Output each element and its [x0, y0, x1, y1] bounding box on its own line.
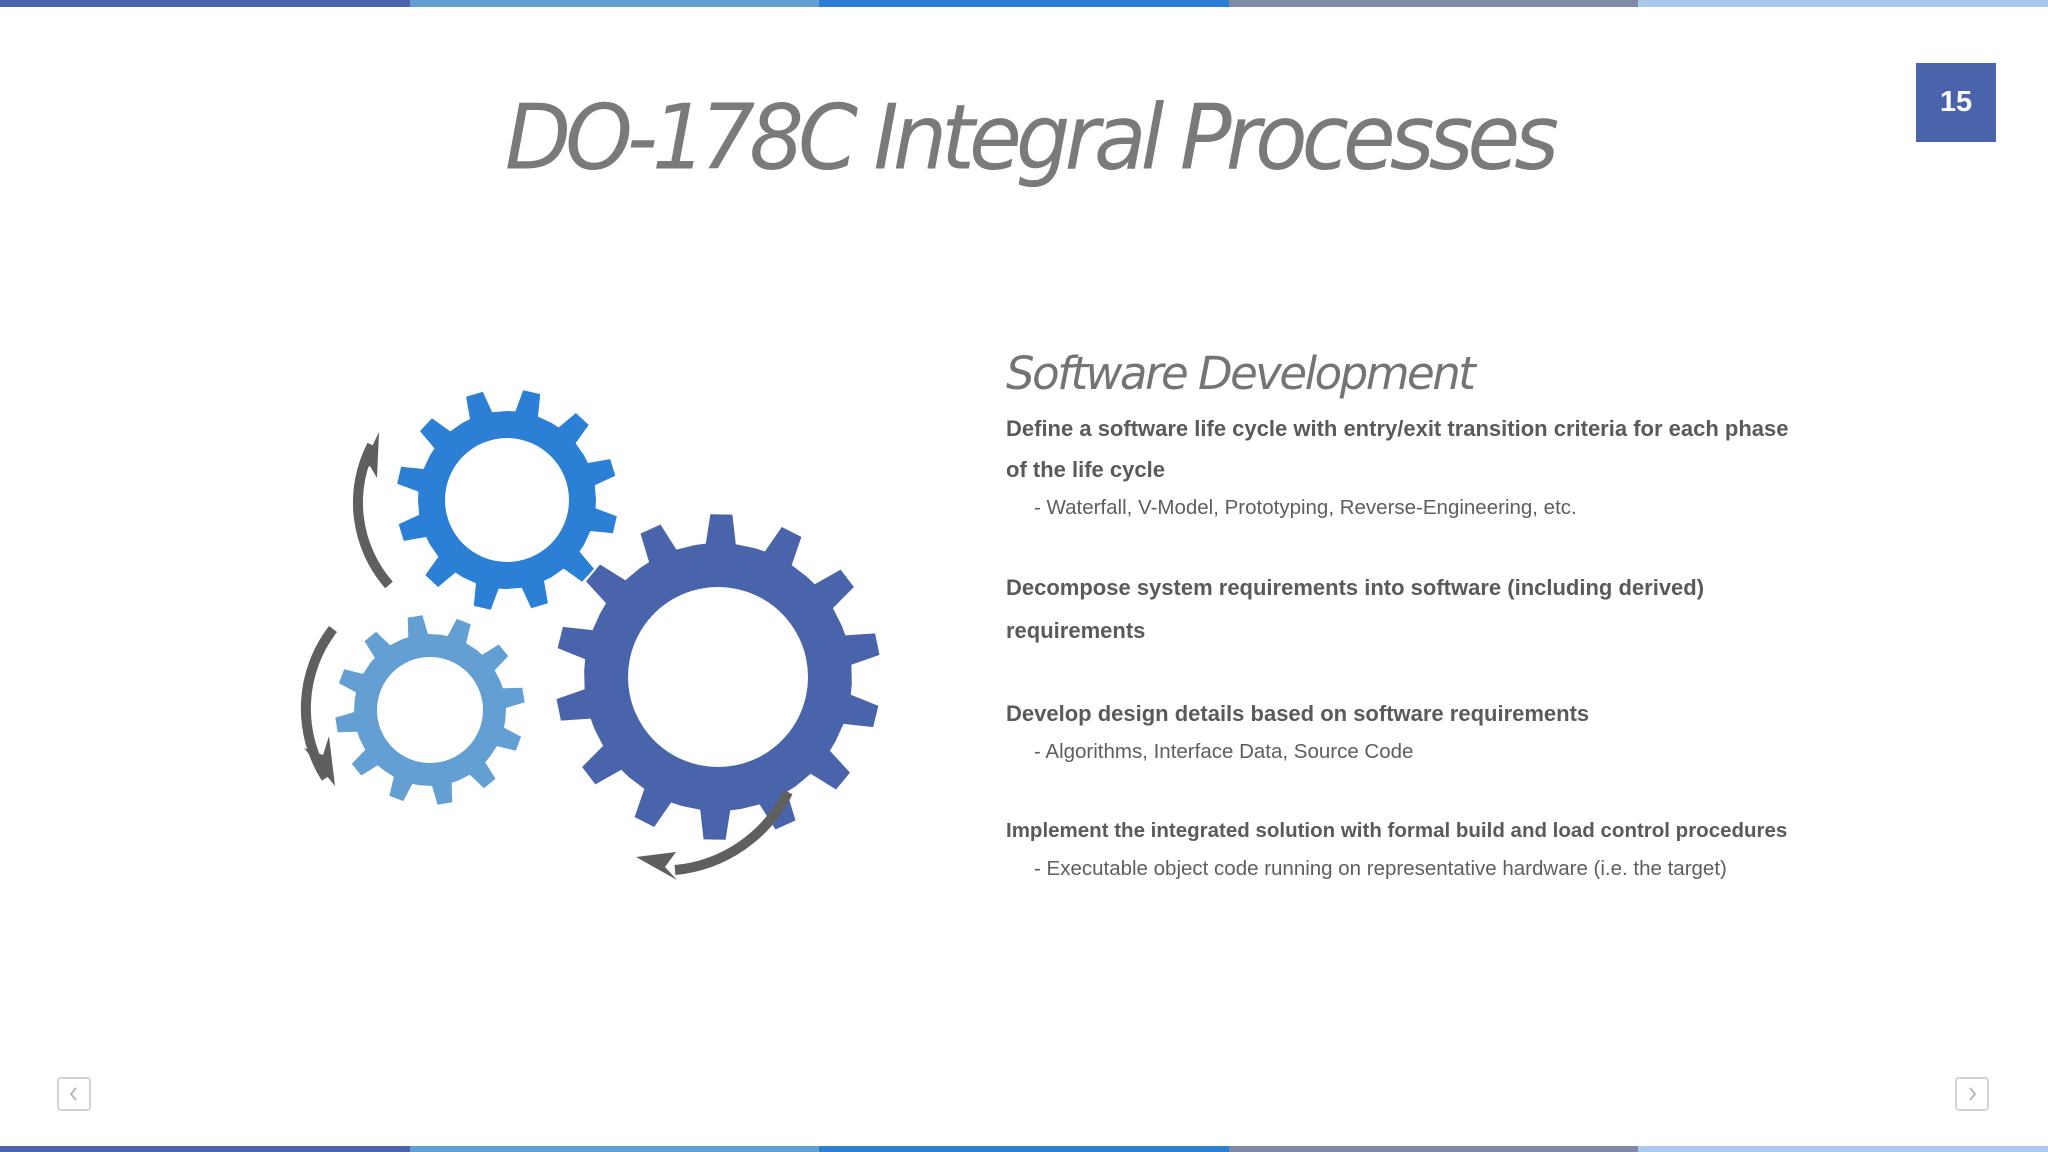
content-panel: Software Development Define a software l… [1006, 340, 1886, 880]
accent-segment [819, 0, 1229, 7]
point-subtext: - Algorithms, Interface Data, Source Cod… [1034, 740, 1414, 763]
next-slide-button[interactable] [1955, 1077, 1989, 1111]
arrowhead-icon [636, 852, 677, 880]
slide-number-badge: 15 [1916, 63, 1996, 142]
arrowhead-icon [360, 432, 379, 478]
large-gear-icon [556, 514, 880, 840]
point-subtext: - Waterfall, V-Model, Prototyping, Rever… [1034, 496, 1577, 519]
accent-segment [0, 0, 410, 7]
accent-segment [819, 1146, 1229, 1152]
bullet-point: Implement the integrated solution with f… [1006, 811, 1787, 887]
point-text: Implement the integrated solution with f… [1006, 819, 1788, 842]
accent-segment [409, 1146, 820, 1152]
chevron-right-icon [1969, 1087, 1977, 1101]
bottom-accent-bar [0, 1146, 2048, 1152]
slide-title: DO-178C Integral Processes [504, 85, 1559, 191]
small-gear-icon [335, 615, 525, 805]
top-accent-bar [0, 0, 2048, 7]
point-text: Define a software life cycle with entry/… [1006, 416, 1789, 441]
arrowhead-icon [304, 736, 335, 786]
accent-segment [1228, 1146, 1639, 1152]
bullet-point: Decompose system requirements into softw… [1006, 566, 1704, 652]
section-heading: Software Development [1006, 347, 1476, 400]
accent-segment [0, 1146, 410, 1152]
accent-segment [1228, 0, 1639, 7]
bullet-point: Define a software life cycle with entry/… [1006, 408, 1788, 526]
point-text: requirements [1006, 618, 1146, 643]
accent-segment [409, 0, 820, 7]
accent-segment [1638, 0, 2048, 7]
slide-number: 15 [1939, 86, 1973, 118]
previous-slide-button[interactable] [57, 1077, 91, 1111]
point-text: Decompose system requirements into softw… [1006, 575, 1705, 600]
gears-icon [290, 370, 910, 890]
chevron-left-icon [69, 1087, 77, 1101]
point-text: Develop design details based on software… [1006, 701, 1590, 726]
point-text: of the life cycle [1006, 457, 1165, 482]
rotation-arrow-icon [674, 789, 793, 875]
accent-segment [1638, 1146, 2048, 1152]
point-subtext: - Executable object code running on repr… [1034, 857, 1727, 880]
bullet-point: Develop design details based on software… [1006, 693, 1589, 770]
top-gear-icon [397, 390, 617, 610]
